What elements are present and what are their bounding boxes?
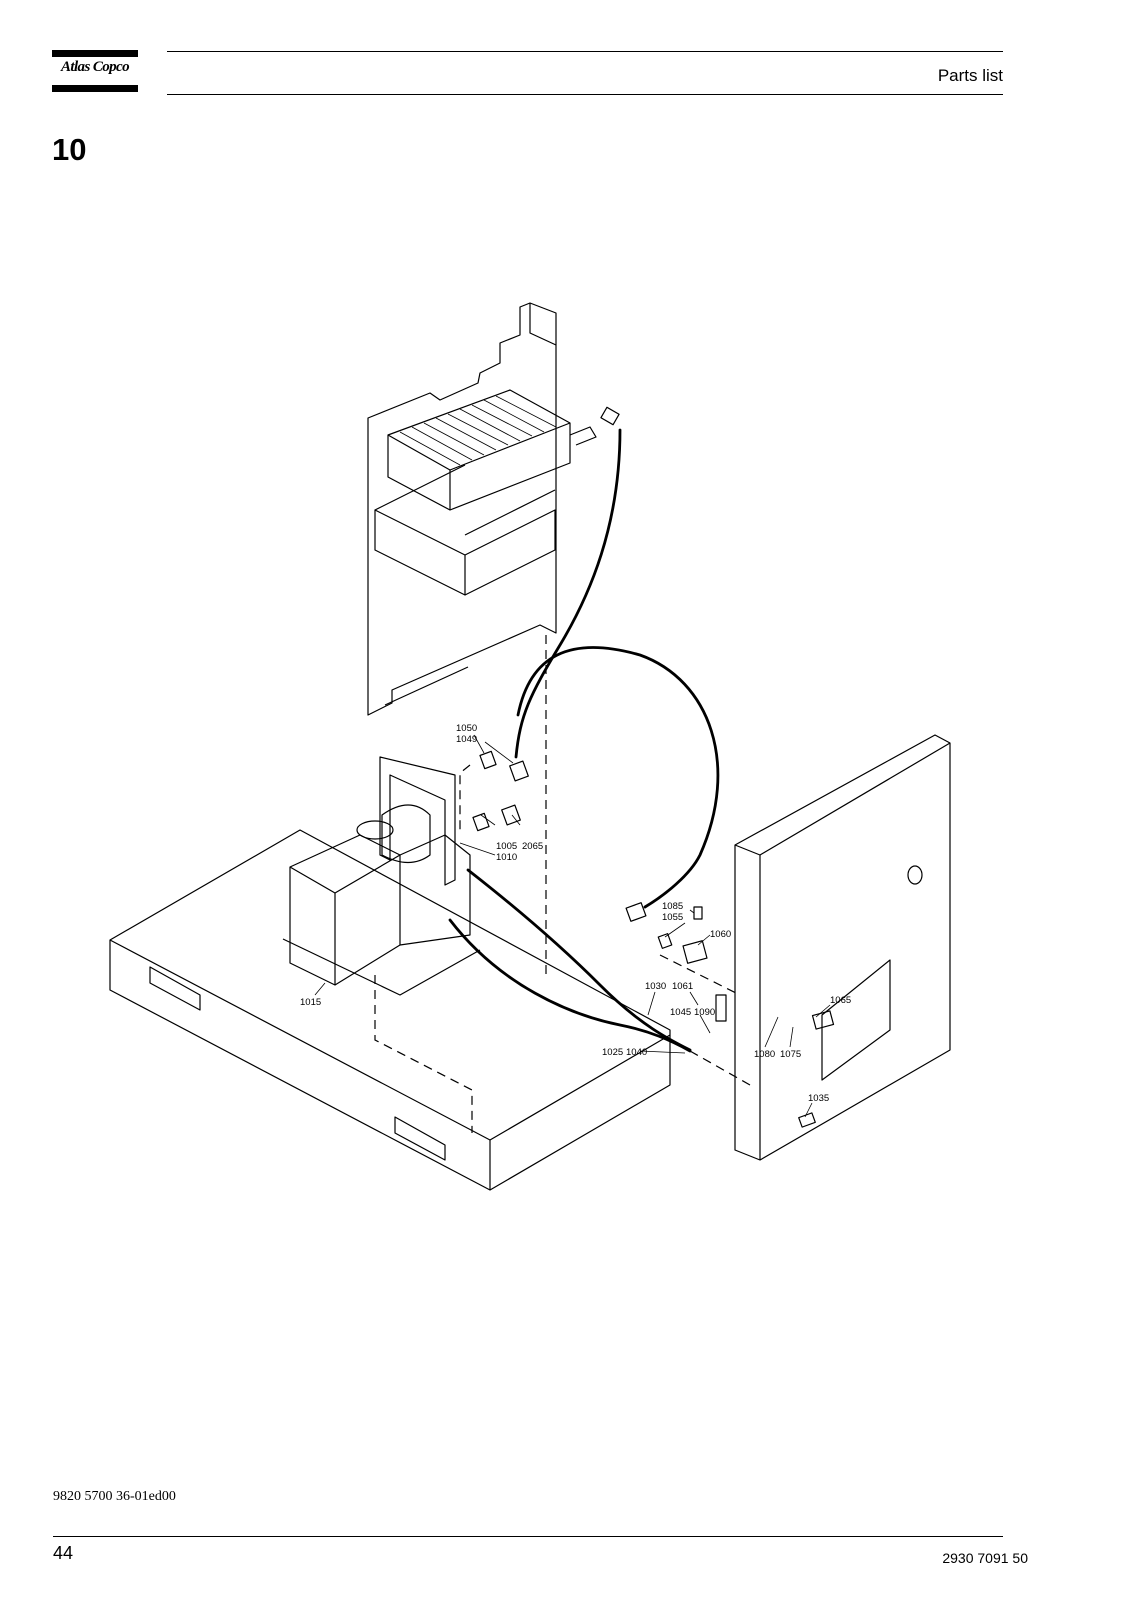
callout-1025: 1025 <box>602 1047 623 1058</box>
atlas-copco-logo: Atlas Copco <box>52 50 138 92</box>
header-title: Parts list <box>937 66 1003 85</box>
callout-1015: 1015 <box>300 997 321 1008</box>
callout-1055: 1055 <box>662 912 683 923</box>
callout-1050: 1050 <box>456 723 477 734</box>
footer-rule <box>53 1536 1003 1537</box>
header-bottom-rule <box>167 94 1003 95</box>
header-top-rule <box>167 51 1003 52</box>
callout-1090: 1090 <box>694 1007 715 1018</box>
page-number: 44 <box>53 1543 74 1563</box>
section-number: 10 <box>52 132 87 167</box>
exploded-parts-diagram: 1050 1049 1005 2065 1010 1015 1085 1055 … <box>109 302 951 1191</box>
logo-wordmark: Atlas Copco <box>61 59 130 75</box>
callout-1030: 1030 <box>645 981 666 992</box>
callout-1085: 1085 <box>662 901 683 912</box>
callout-1080: 1080 <box>754 1049 775 1060</box>
logo-bottom-bar <box>52 85 138 92</box>
callout-1049: 1049 <box>456 734 477 745</box>
callout-2065: 2065 <box>522 841 543 852</box>
document-number: 9820 5700 36-01ed00 <box>53 1489 176 1504</box>
callout-1010: 1010 <box>496 852 517 863</box>
callout-1061: 1061 <box>672 981 693 992</box>
callout-1075: 1075 <box>780 1049 801 1060</box>
callout-1040: 1040 <box>626 1047 647 1058</box>
callout-1005: 1005 <box>496 841 517 852</box>
callout-1045: 1045 <box>670 1007 691 1018</box>
callout-1060: 1060 <box>710 929 731 940</box>
callout-1035: 1035 <box>808 1093 829 1104</box>
diagram-callouts: 1050 1049 1005 2065 1010 1015 1085 1055 … <box>300 723 851 1104</box>
part-number: 2930 7091 50 <box>942 1550 1028 1566</box>
logo-top-bar <box>52 50 138 57</box>
callout-1065: 1065 <box>830 995 851 1006</box>
